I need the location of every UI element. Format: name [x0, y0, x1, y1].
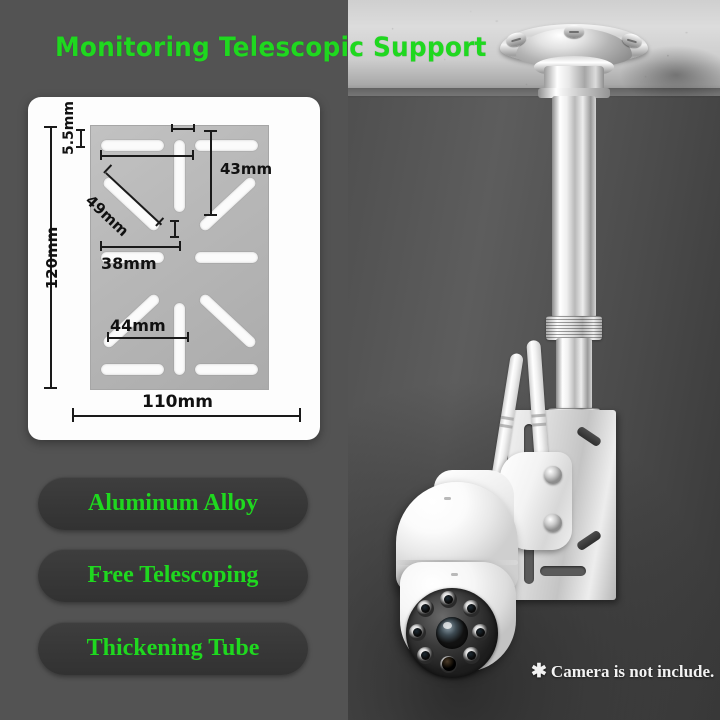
plate-slot	[195, 252, 258, 263]
bracket-bolt-icon	[544, 466, 562, 484]
bracket-bolt-icon	[544, 514, 562, 532]
dim-tick	[170, 236, 179, 238]
feature-label: Free Telescoping	[87, 562, 259, 588]
asterisk-icon: ✱	[531, 661, 547, 682]
dim-line-slot-upper	[100, 155, 193, 157]
dim-line-width	[72, 415, 300, 417]
plate-slot	[174, 140, 185, 212]
dim-tick	[100, 241, 102, 251]
bracket-plate-slot	[524, 424, 534, 468]
plate-slot	[101, 364, 164, 375]
dim-tick	[174, 220, 176, 237]
camera-not-included-note: ✱Camera is not include.	[531, 660, 714, 683]
ir-led-icon	[440, 591, 457, 608]
dim-tick	[76, 129, 85, 131]
ir-led-icon	[409, 624, 426, 641]
dim-label-width: 110mm	[142, 392, 213, 412]
ir-led-icon	[463, 600, 480, 617]
dim-label-slot-low: 44mm	[110, 316, 166, 335]
dim-label-slot-vert: 43mm	[220, 160, 273, 178]
dim-label-slot-mid: 38mm	[101, 254, 157, 273]
dim-tick	[76, 146, 85, 148]
dim-tick	[179, 241, 181, 251]
bracket-plate-slot	[524, 540, 534, 584]
plate-slot	[101, 140, 164, 151]
ir-led-icon	[463, 647, 480, 664]
plate-slot	[101, 252, 164, 263]
dim-line-slot-mid	[100, 246, 180, 248]
feature-pill-thickening-tube[interactable]: Thickening Tube	[38, 622, 308, 675]
feature-pill-aluminum-alloy[interactable]: Aluminum Alloy	[38, 477, 308, 530]
dim-tick	[107, 332, 109, 342]
flange-screw-icon	[564, 25, 584, 38]
dim-tick	[204, 130, 217, 132]
page-title: Monitoring Telescopic Support	[55, 32, 487, 63]
product-photo	[348, 0, 720, 720]
feature-pill-free-telescoping[interactable]: Free Telescoping	[38, 549, 308, 602]
plate-slot	[195, 364, 258, 375]
dim-tick	[171, 124, 173, 132]
feature-label: Thickening Tube	[86, 635, 260, 661]
dim-line-slot-low	[107, 337, 188, 339]
plate-slot	[174, 303, 185, 375]
camera-mic-icon	[444, 497, 451, 500]
dim-tick	[192, 150, 194, 160]
plate-slot	[195, 140, 258, 151]
dim-tick	[193, 124, 195, 132]
telescopic-tube-middle	[556, 338, 592, 410]
feature-label: Aluminum Alloy	[87, 490, 259, 516]
ceiling-shadow-edge	[348, 88, 720, 98]
camera-mic-icon	[451, 573, 458, 576]
disclaimer-text: Camera is not include.	[550, 662, 715, 681]
ir-led-icon	[417, 647, 434, 664]
dim-tick	[187, 332, 189, 342]
dim-tick	[204, 214, 217, 216]
dim-tick	[44, 387, 57, 389]
ir-led-icon	[417, 600, 434, 617]
dim-tick	[299, 408, 301, 422]
dim-tick	[44, 126, 57, 128]
plate-slot	[197, 292, 258, 350]
dim-tick	[170, 220, 179, 222]
knurled-collar-upper	[546, 316, 602, 340]
camera-lens	[436, 617, 468, 649]
telescopic-tube-upper	[552, 96, 596, 318]
dim-tick	[72, 408, 74, 422]
ir-sensor-icon	[442, 657, 456, 671]
dim-label-height: 120mm	[43, 226, 61, 290]
ir-led-icon	[472, 624, 489, 641]
bracket-plate-slot	[540, 566, 586, 576]
dim-tick	[100, 150, 102, 160]
dim-line-thickness	[80, 129, 82, 147]
plate-slot	[197, 175, 258, 233]
dim-label-thickness: 5.5mm	[61, 101, 77, 155]
mount-collar-lip	[538, 88, 610, 98]
dimension-diagram-card: 120mm 5.5mm 43mm 49mm 38mm	[28, 97, 320, 440]
dim-line-slot-width	[171, 128, 194, 130]
dim-line-slot-vert	[210, 130, 212, 215]
dim-line-height	[50, 126, 52, 388]
mounting-plate-illustration	[90, 125, 269, 390]
